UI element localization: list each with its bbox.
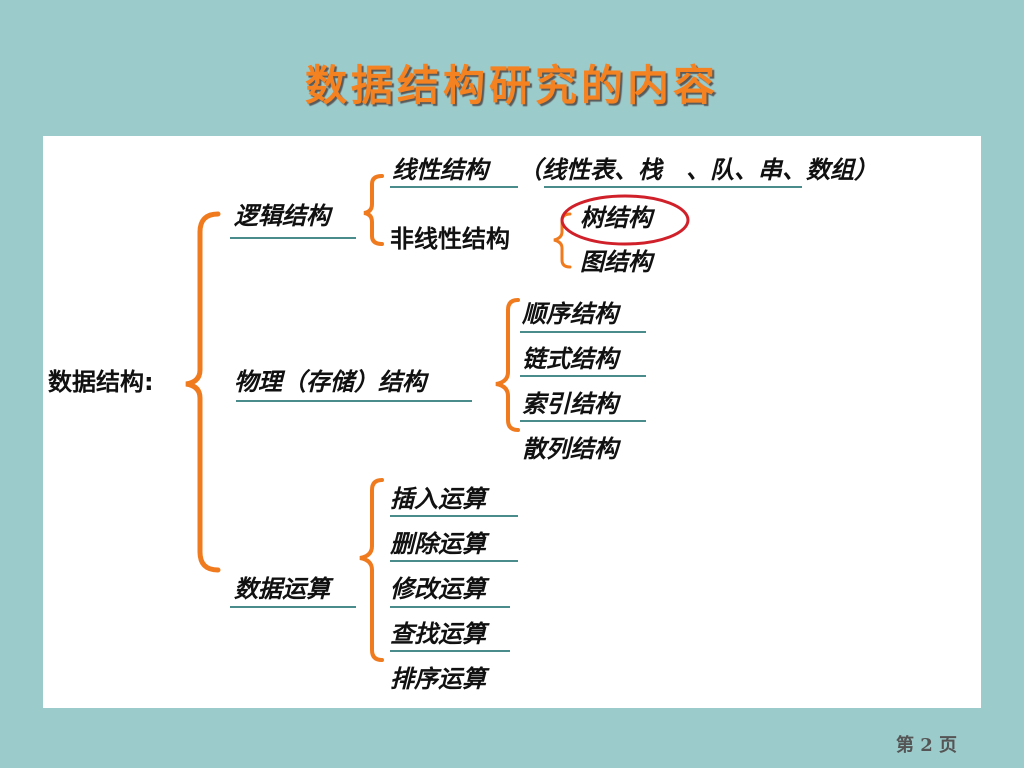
operations-label: 数据运算 (234, 575, 330, 603)
operation-item-0: 插入运算 (390, 485, 486, 513)
physical-brace (495, 298, 520, 432)
physical-item-1: 链式结构 (522, 345, 618, 373)
operation-item-0-underline (390, 515, 518, 517)
physical-underline (236, 400, 472, 402)
operations-underline (230, 606, 356, 608)
linear-underline (390, 186, 518, 188)
operation-item-2-underline (390, 606, 510, 608)
physical-item-1-underline (520, 375, 646, 377)
operation-item-3: 查找运算 (390, 620, 486, 648)
nonlinear-structure-label: 非线性结构 (390, 225, 510, 253)
physical-item-2-underline (520, 420, 646, 422)
physical-item-3: 散列结构 (522, 435, 618, 463)
logical-brace (363, 174, 384, 246)
operation-item-4: 排序运算 (390, 665, 486, 693)
operations-brace (359, 478, 384, 662)
linear-examples: （线性表、栈 、队、串、数组） (518, 156, 878, 184)
physical-structure-label: 物理（存储）结构 (234, 368, 426, 396)
linear-structure-label: 线性结构 (392, 156, 488, 184)
page-number: 第 2 页 (896, 735, 958, 756)
slide-title: 数据结构研究的内容 (304, 61, 719, 110)
tree-structure-label: 树结构 (580, 204, 652, 232)
logical-underline (230, 237, 356, 239)
operation-item-2: 修改运算 (390, 575, 486, 603)
physical-item-0: 顺序结构 (522, 300, 618, 328)
tree-highlight-circle (560, 194, 690, 246)
root-brace (185, 211, 221, 573)
graph-structure-label: 图结构 (580, 248, 652, 276)
physical-item-0-underline (520, 331, 646, 333)
operation-item-1-underline (390, 560, 518, 562)
root-label: 数据结构: (48, 368, 154, 396)
linear-examples-underline (544, 186, 802, 188)
operation-item-3-underline (390, 650, 510, 652)
physical-item-2: 索引结构 (522, 390, 618, 418)
operation-item-1: 删除运算 (390, 530, 486, 558)
logical-structure-label: 逻辑结构 (234, 202, 330, 230)
